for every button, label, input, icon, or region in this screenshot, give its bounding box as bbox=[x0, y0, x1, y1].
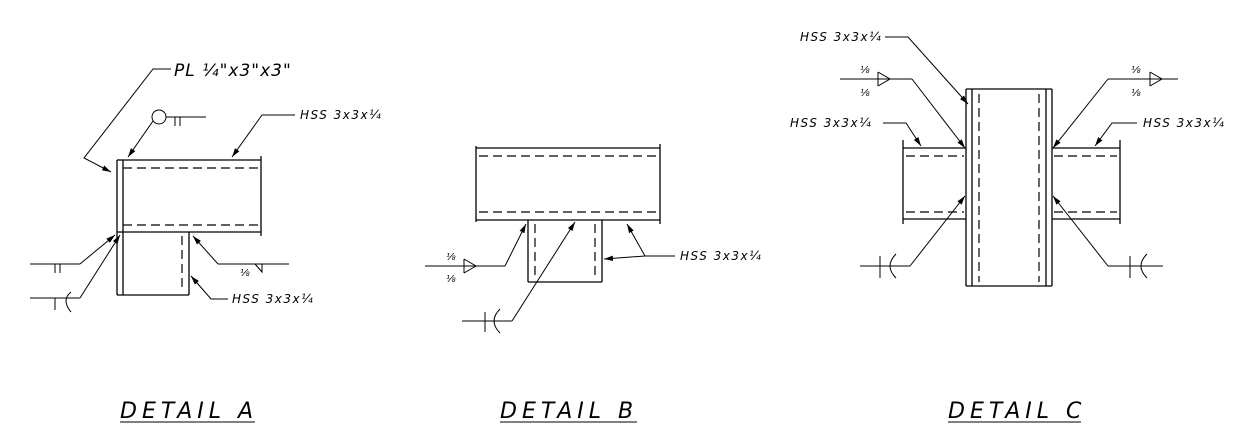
detail-b-hss-label: HSS 3x3x¼ bbox=[680, 249, 762, 263]
detail-a-hss-top-leader bbox=[231, 114, 295, 158]
detail-a-plate-label: PL ¼"x3"x3" bbox=[174, 61, 292, 81]
detail-b-hss-horizontal bbox=[475, 144, 661, 224]
detail-b-weld-left bbox=[425, 223, 527, 274]
detail-c-hss-column bbox=[965, 88, 1053, 287]
detail-b-hss-leader-2 bbox=[603, 255, 646, 262]
detail-c-hss-right-label: HSS 3x3x¼ bbox=[1143, 116, 1225, 130]
detail-b-weld-bottom: ⅛ bbox=[446, 274, 456, 285]
detail-a-plate bbox=[116, 159, 124, 232]
detail-a-hss-bottom-label: HSS 3x3x¼ bbox=[232, 292, 314, 306]
detail-a-hss-top-label: HSS 3x3x¼ bbox=[300, 108, 382, 122]
detail-c-hss-top-leader bbox=[885, 36, 969, 105]
detail-a-hss-vertical bbox=[116, 232, 190, 296]
detail-c-weld-right-top: ⅛ bbox=[1131, 65, 1141, 76]
detail-a-weld-left-lower bbox=[30, 234, 121, 313]
detail-c-hss-right-beam bbox=[1052, 140, 1121, 224]
detail-c: HSS 3x3x¼ ⅛ ⅛ HSS 3x3x¼ ⅛ ⅛ HSS 3x3x¼ bbox=[790, 30, 1225, 424]
detail-b-hss-vertical bbox=[527, 220, 603, 283]
detail-c-weld-right bbox=[1052, 71, 1178, 149]
detail-c-hss-right-leader bbox=[1094, 122, 1137, 147]
detail-a-weld-right bbox=[192, 235, 289, 274]
detail-c-weld-left-top: ⅛ bbox=[860, 65, 870, 76]
detail-c-weld-left-bottom: ⅛ bbox=[860, 88, 870, 99]
detail-c-title: DETAIL C bbox=[948, 399, 1086, 424]
detail-c-weld-left bbox=[840, 71, 966, 149]
detail-c-hss-left-label: HSS 3x3x¼ bbox=[790, 116, 872, 130]
detail-a-title: DETAIL A bbox=[120, 399, 258, 424]
detail-c-hss-top-label: HSS 3x3x¼ bbox=[800, 30, 882, 44]
detail-b-hss-leader bbox=[626, 223, 675, 257]
detail-a-hss-bottom-leader bbox=[190, 275, 228, 300]
detail-b-weld-bottom-symbol bbox=[462, 221, 576, 334]
detail-a: PL ¼"x3"x3" HSS 3x3x¼ bbox=[30, 61, 382, 424]
detail-a-plate-leader bbox=[83, 68, 171, 173]
detail-a-weld-left-upper bbox=[30, 234, 116, 273]
detail-c-hss-left-leader bbox=[883, 122, 922, 147]
detail-b: ⅛ ⅛ HSS 3x3x¼ DETAIL B bbox=[425, 144, 762, 424]
detail-c-weld-right-bottom: ⅛ bbox=[1131, 88, 1141, 99]
detail-a-weld-all-around-symbol bbox=[127, 109, 206, 158]
detail-b-title: DETAIL B bbox=[500, 399, 638, 424]
detail-c-hss-left-beam bbox=[902, 140, 966, 224]
detail-a-hss-horizontal bbox=[117, 156, 262, 236]
detail-c-weld-lower-left bbox=[860, 195, 966, 279]
detail-a-weld-size: ⅛ bbox=[240, 268, 250, 279]
detail-b-weld-top: ⅛ bbox=[446, 252, 456, 263]
detail-c-weld-lower-right bbox=[1052, 195, 1163, 279]
